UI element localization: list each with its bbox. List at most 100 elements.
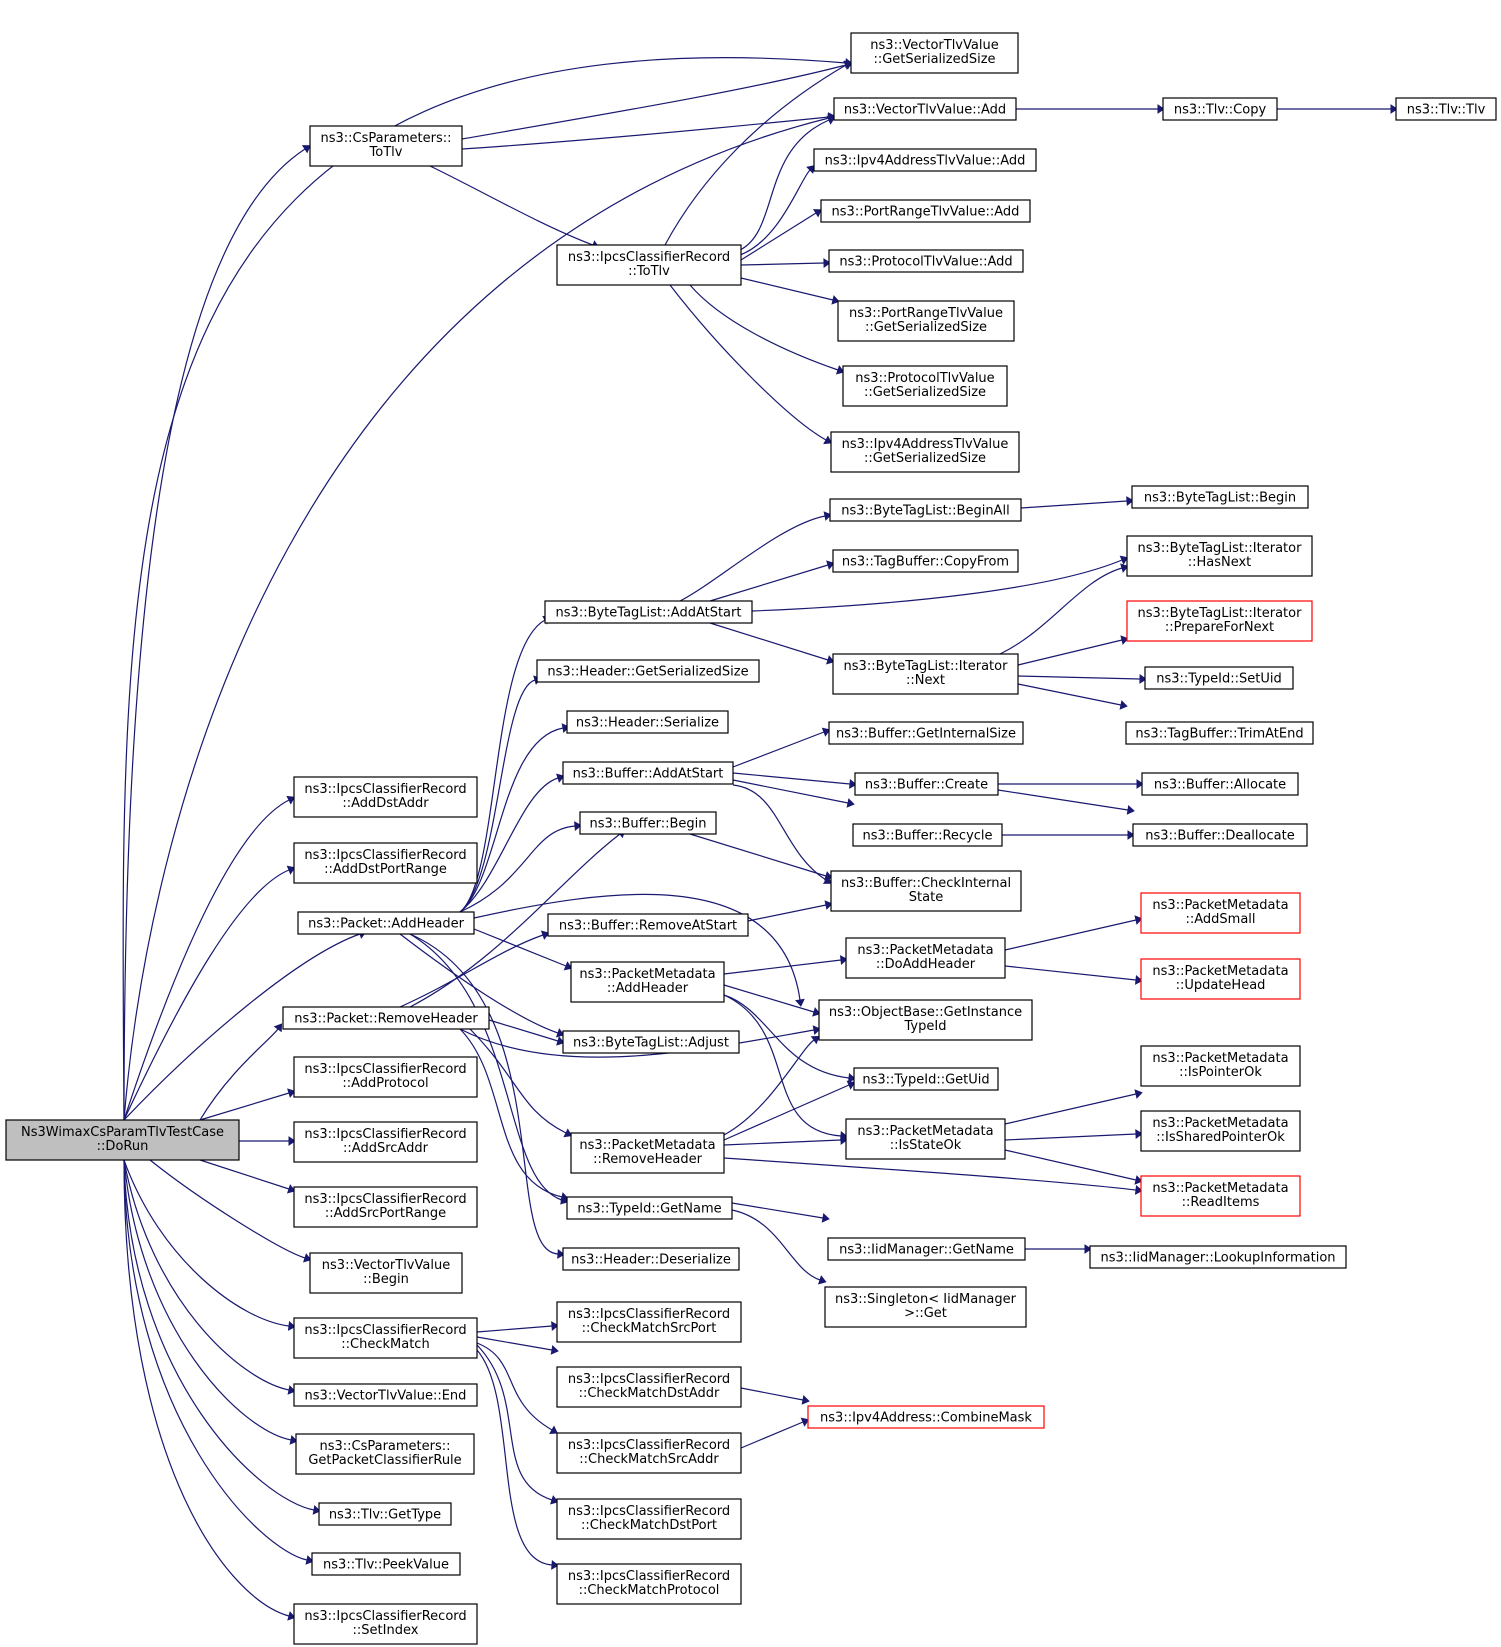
- node-pm-update-head[interactable]: ns3::PacketMetadata::UpdateHead: [1140, 958, 1301, 1000]
- node-pm-is-shared[interactable]: ns3::PacketMetadata::IsSharedPointerOk: [1140, 1110, 1301, 1152]
- node-type-get-uid[interactable]: ns3::TypeId::GetUid: [853, 1067, 999, 1091]
- node-cs-get-rule[interactable]: ns3::CsParameters::GetPacketClassifierRu…: [295, 1433, 475, 1475]
- node-box: [536, 659, 760, 683]
- node-icr-add-src-addr[interactable]: ns3::IpcsClassifierRecord::AddSrcAddr: [293, 1121, 478, 1163]
- node-hdr-serialize[interactable]: ns3::Header::Serialize: [566, 710, 729, 734]
- node-label: ns3::Header::GetSerializedSize: [547, 665, 748, 680]
- node-btl-begin[interactable]: ns3::ByteTagList::Begin: [1131, 485, 1309, 509]
- node-buf-get-internal[interactable]: ns3::Buffer::GetInternalSize: [828, 721, 1024, 745]
- node-icr-cm-dst-addr[interactable]: ns3::IpcsClassifierRecord::CheckMatchDst…: [556, 1366, 742, 1408]
- node-pm-do-add-header[interactable]: ns3::PacketMetadata::DoAddHeader: [845, 937, 1006, 979]
- node-label: ::UpdateHead: [1176, 978, 1266, 993]
- node-proto-ser[interactable]: ns3::ProtocolTlvValue::GetSerializedSize: [842, 365, 1008, 407]
- node-icr-cm-dst-port[interactable]: ns3::IpcsClassifierRecord::CheckMatchDst…: [556, 1498, 742, 1540]
- edge-cs-to-tlv-to-vec-ser-size: [461, 64, 847, 140]
- node-buf-deallocate[interactable]: ns3::Buffer::Deallocate: [1132, 823, 1308, 847]
- node-label: ::CheckMatchSrcAddr: [579, 1452, 719, 1467]
- node-icr-cm-src-port[interactable]: ns3::IpcsClassifierRecord::CheckMatchSrc…: [556, 1301, 742, 1343]
- node-buf-recycle[interactable]: ns3::Buffer::Recycle: [852, 823, 1003, 847]
- node-btl-add-at-start[interactable]: ns3::ByteTagList::AddAtStart: [544, 600, 753, 624]
- node-pm-add-header[interactable]: ns3::PacketMetadata::AddHeader: [570, 961, 725, 1003]
- edge-btl-add-at-start-to-tb-copy-from: [709, 564, 829, 602]
- node-label: ns3::ByteTagList::Begin: [1144, 491, 1296, 506]
- edge-type-get-name-to-singleton-get: [731, 1209, 821, 1281]
- node-btl-adjust[interactable]: ns3::ByteTagList::Adjust: [562, 1030, 740, 1054]
- node-ipcs-to-tlv[interactable]: ns3::IpcsClassifierRecord::ToTlv: [556, 244, 742, 286]
- node-ipv4-combine-mask[interactable]: ns3::Ipv4Address::CombineMask: [807, 1405, 1045, 1429]
- node-icr-set-index[interactable]: ns3::IpcsClassifierRecord::SetIndex: [293, 1603, 478, 1645]
- arrowhead-proto-ser: [835, 365, 845, 375]
- edge-root-to-icr-add-dst-addr: [123, 799, 290, 1121]
- arrowhead-type-get-uid: [847, 1073, 856, 1083]
- node-iid-lookup[interactable]: ns3::IidManager::LookupInformation: [1089, 1245, 1347, 1269]
- node-proto-add[interactable]: ns3::ProtocolTlvValue::Add: [828, 249, 1024, 273]
- arrowhead-vec-begin: [303, 1253, 312, 1263]
- node-tb-copy-from[interactable]: ns3::TagBuffer::CopyFrom: [832, 549, 1019, 573]
- node-it-prepare[interactable]: ns3::ByteTagList::Iterator::PrepareForNe…: [1126, 600, 1313, 642]
- node-tb-trim[interactable]: ns3::TagBuffer::TrimAtEnd: [1125, 721, 1314, 745]
- node-pkt-remove-header[interactable]: ns3::Packet::RemoveHeader: [282, 1006, 490, 1030]
- node-iid-get-name[interactable]: ns3::IidManager::GetName: [827, 1237, 1026, 1261]
- node-icr-add-src-port[interactable]: ns3::IpcsClassifierRecord::AddSrcPortRan…: [293, 1186, 478, 1228]
- node-pm-read-items[interactable]: ns3::PacketMetadata::ReadItems: [1140, 1175, 1301, 1217]
- node-cs-to-tlv[interactable]: ns3::CsParameters::ToTlv: [309, 125, 463, 167]
- node-buf-begin[interactable]: ns3::Buffer::Begin: [579, 811, 717, 835]
- node-pkt-add-header[interactable]: ns3::Packet::AddHeader: [297, 911, 475, 935]
- node-type-set-uid[interactable]: ns3::TypeId::SetUid: [1144, 666, 1294, 690]
- node-buf-create[interactable]: ns3::Buffer::Create: [854, 772, 999, 796]
- node-tlv-get-type[interactable]: ns3::Tlv::GetType: [318, 1502, 452, 1526]
- node-vec-begin[interactable]: ns3::VectorTlvValue::Begin: [309, 1252, 463, 1294]
- node-singleton-get[interactable]: ns3::Singleton< IidManager>::Get: [824, 1286, 1027, 1328]
- node-ipv4-ser[interactable]: ns3::Ipv4AddressTlvValue::GetSerializedS…: [830, 431, 1020, 473]
- node-tlv-copy[interactable]: ns3::Tlv::Copy: [1162, 97, 1278, 121]
- node-it-next[interactable]: ns3::ByteTagList::Iterator::Next: [832, 653, 1019, 695]
- node-hdr-deserialize[interactable]: ns3::Header::Deserialize: [562, 1247, 740, 1271]
- node-label: ns3::Tlv::Copy: [1174, 103, 1267, 118]
- arrowhead-icr-add-dst-port: [286, 865, 296, 875]
- node-label: ::CheckMatch: [341, 1337, 429, 1352]
- node-icr-add-dst-addr[interactable]: ns3::IpcsClassifierRecord::AddDstAddr: [293, 776, 478, 818]
- node-pm-remove-header[interactable]: ns3::PacketMetadata::RemoveHeader: [570, 1132, 725, 1174]
- node-it-has-next[interactable]: ns3::ByteTagList::Iterator::HasNext: [1126, 535, 1313, 577]
- node-ipv4-add[interactable]: ns3::Ipv4AddressTlvValue::Add: [813, 148, 1037, 172]
- node-tlv-peek-value[interactable]: ns3::Tlv::PeekValue: [311, 1552, 461, 1576]
- node-label: ns3::Tlv::PeekValue: [323, 1558, 449, 1573]
- node-box: [562, 1247, 740, 1271]
- node-icr-add-protocol[interactable]: ns3::IpcsClassifierRecord::AddProtocol: [293, 1056, 478, 1098]
- edge-pkt-add-header-to-type-get-name: [409, 933, 563, 1201]
- node-pm-is-pointer-ok[interactable]: ns3::PacketMetadata::IsPointerOk: [1140, 1045, 1301, 1087]
- node-vec-add[interactable]: ns3::VectorTlvValue::Add: [833, 97, 1017, 121]
- arrowhead-icr-cm-dst-addr: [550, 1345, 559, 1355]
- node-port-add[interactable]: ns3::PortRangeTlvValue::Add: [820, 199, 1031, 223]
- node-icr-add-dst-port[interactable]: ns3::IpcsClassifierRecord::AddDstPortRan…: [293, 842, 478, 884]
- node-pm-add-small[interactable]: ns3::PacketMetadata::AddSmall: [1140, 892, 1301, 934]
- edge-buf-add-at-start-to-buf-check-internal: [732, 784, 827, 881]
- node-icr-check-match[interactable]: ns3::IpcsClassifierRecord::CheckMatch: [293, 1317, 478, 1359]
- node-type-get-name[interactable]: ns3::TypeId::GetName: [566, 1196, 733, 1220]
- node-tlv-tlv[interactable]: ns3::Tlv::Tlv: [1395, 97, 1497, 121]
- node-buf-allocate[interactable]: ns3::Buffer::Allocate: [1141, 772, 1299, 796]
- node-icr-cm-src-addr[interactable]: ns3::IpcsClassifierRecord::CheckMatchSrc…: [556, 1432, 742, 1474]
- node-hdr-get-ser[interactable]: ns3::Header::GetSerializedSize: [536, 659, 760, 683]
- node-buf-remove-at-start[interactable]: ns3::Buffer::RemoveAtStart: [547, 913, 749, 937]
- node-vec-end[interactable]: ns3::VectorTlvValue::End: [293, 1383, 478, 1407]
- node-box: [830, 870, 1022, 912]
- arrowhead-buf-check-internal: [822, 875, 832, 884]
- edge-root-to-cs-get-rule: [123, 1159, 292, 1441]
- node-box: [813, 148, 1037, 172]
- node-buf-add-at-start[interactable]: ns3::Buffer::AddAtStart: [562, 761, 734, 785]
- edge-icr-cm-dst-addr-to-ipv4-combine-mask: [740, 1387, 804, 1401]
- node-vec-ser-size[interactable]: ns3::VectorTlvValue::GetSerializedSize: [850, 32, 1019, 74]
- node-port-ser[interactable]: ns3::PortRangeTlvValue::GetSerializedSiz…: [837, 300, 1015, 342]
- node-icr-cm-proto[interactable]: ns3::IpcsClassifierRecord::CheckMatchPro…: [556, 1563, 742, 1605]
- edge-root-to-tlv-peek-value: [123, 1159, 308, 1561]
- arrowhead-buf-deallocate: [1127, 830, 1135, 840]
- edge-ipcs-to-tlv-to-port-add: [740, 212, 817, 261]
- node-btl-begin-all[interactable]: ns3::ByteTagList::BeginAll: [829, 498, 1022, 522]
- node-box: [830, 431, 1020, 473]
- node-pm-is-state-ok[interactable]: ns3::PacketMetadata::IsStateOk: [845, 1118, 1006, 1160]
- node-box: [850, 32, 1019, 74]
